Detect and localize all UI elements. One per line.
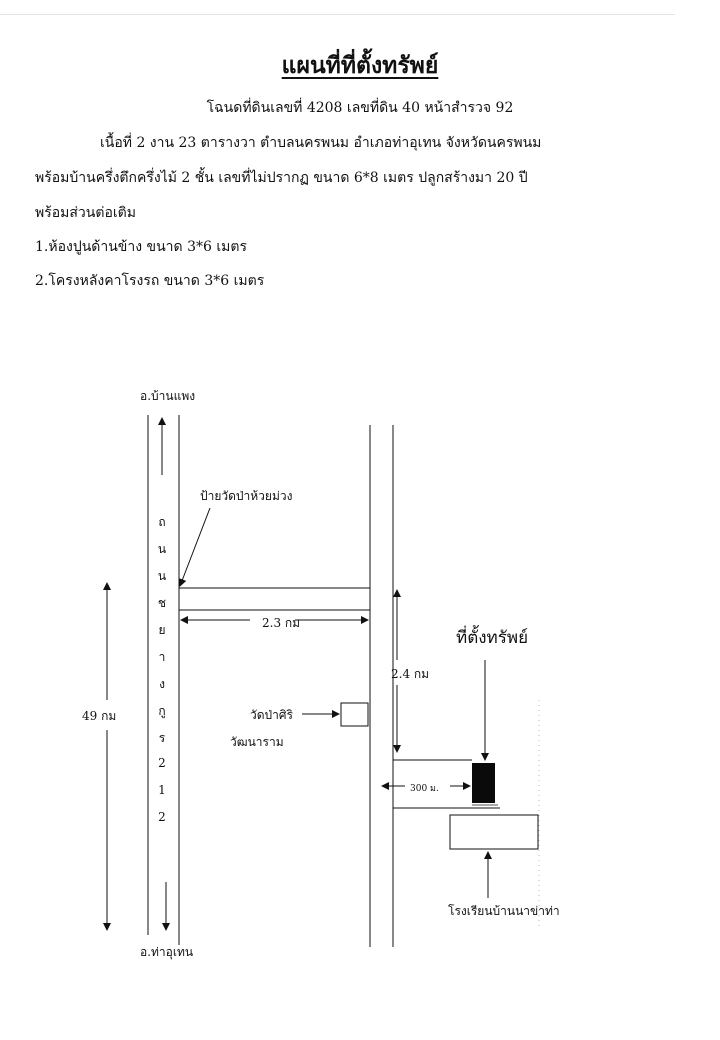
sign-label: ป้ายวัดป่าห้วยม่วง xyxy=(200,489,293,503)
school-label: โรงเรียนบ้านนาข่าท่า xyxy=(448,904,560,918)
road-name-char: 1 xyxy=(158,783,166,797)
dist-left-label: 49 กม xyxy=(82,709,117,723)
extensions-heading: พร้อมส่วนต่อเติม xyxy=(35,205,136,221)
road-name-char: กู xyxy=(158,704,166,718)
road-name-char: ย xyxy=(158,623,166,637)
property-label: ที่ตั้งทรัพย์ xyxy=(456,628,529,648)
dist-vertical-label: 2.4 กม xyxy=(391,667,430,681)
south-destination-label: อ.ท่าอุเทน xyxy=(140,945,194,959)
road-name-char: ถ xyxy=(158,515,166,529)
road-name-char: น xyxy=(157,542,167,556)
top-divider xyxy=(0,14,675,15)
property-marker xyxy=(472,763,495,803)
house-description-line: พร้อมบ้านครึ่งตึกครึ่งไม้ 2 ชั้น เลขที่ไ… xyxy=(35,170,528,186)
road-name-char: 2 xyxy=(158,756,166,770)
road-name-char: ง xyxy=(159,677,165,691)
extension-item-2: 2.โครงหลังคาโรงรถ ขนาด 3*6 เมตร xyxy=(35,273,265,289)
page-title: แผนที่ที่ตั้งทรัพย์ xyxy=(281,52,439,79)
north-destination-label: อ.บ้านแพง xyxy=(140,389,196,403)
road-name-char: า xyxy=(158,650,166,664)
road-name-char: น xyxy=(157,569,167,583)
dist-short-label: 300 ม. xyxy=(410,784,439,794)
temple-label-line1: วัดป่าศิริ xyxy=(250,708,293,722)
temple-box xyxy=(340,702,369,727)
deed-info-line: โฉนดที่ดินเลขที่ 4208 เลขที่ดิน 40 หน้าส… xyxy=(206,100,514,116)
dist-horizontal-label: 2.3 กม xyxy=(262,616,301,630)
extension-item-1: 1.ห้องปูนด้านข้าง ขนาด 3*6 เมตร xyxy=(35,239,247,255)
road-name-char: ช xyxy=(157,596,167,610)
sign-pointer xyxy=(178,507,211,587)
road-name-char: ร xyxy=(158,731,166,745)
road-name-char: 2 xyxy=(158,810,166,824)
area-location-line: เนื้อที่ 2 งาน 23 ตารางวา ตำบลนครพนม อำเ… xyxy=(100,135,542,151)
school-box xyxy=(449,814,539,850)
temple-label-line2: วัฒนาราม xyxy=(230,735,284,749)
